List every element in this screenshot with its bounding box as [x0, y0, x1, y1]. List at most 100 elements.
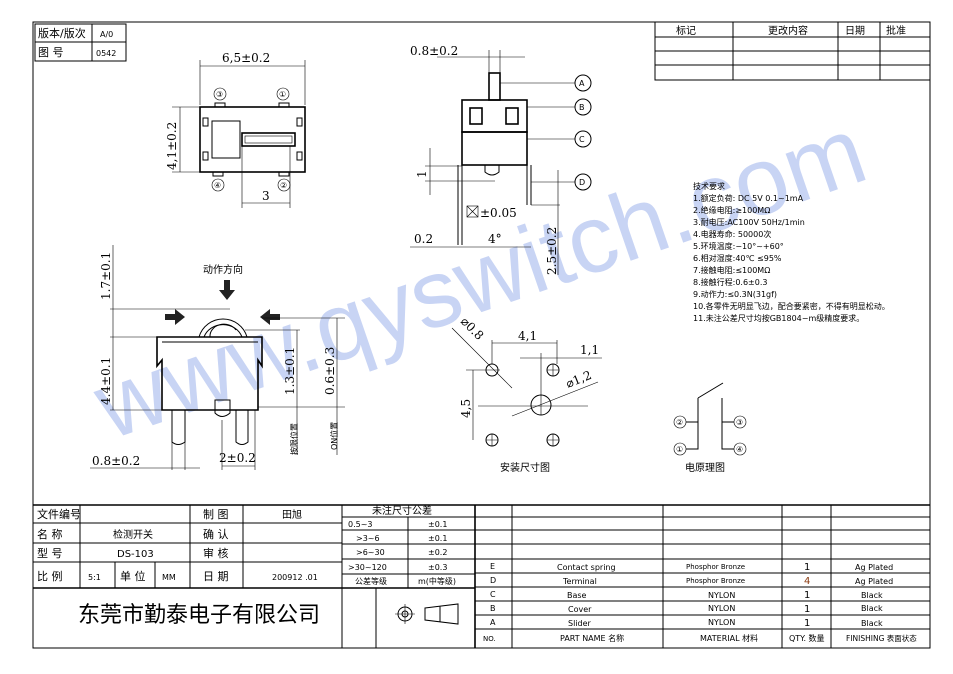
tolerance-grade-value: m(中等级): [418, 576, 456, 586]
travel-1-3-dimension: 1.3±0.1: [283, 347, 297, 395]
part-material: NYLON: [708, 604, 735, 613]
part-qty: 1: [804, 604, 810, 615]
part-name: Terminal: [562, 577, 597, 586]
tech-req-item: 3.耐电压:AC100V 50Hz/1min: [693, 217, 805, 227]
right-arrow-icon: [165, 309, 185, 325]
tech-req-title: 技术要求: [693, 181, 725, 191]
tolerance-range: >30~120: [348, 563, 387, 572]
rev-header-date: 日期: [845, 25, 865, 37]
offset-1-1: 1,1: [580, 343, 599, 357]
slider-width-dimension: 0.8±0.2: [410, 44, 458, 58]
callout-a: A: [579, 79, 585, 88]
down-arrow-icon: [219, 280, 235, 300]
part-material: Phosphor Bronze: [686, 563, 745, 571]
thickness-dimension: 0.2: [414, 232, 433, 246]
pin-label-2: ②: [280, 181, 287, 190]
tech-req-item: 1.额定负荷: DC 5V 0.1~1mA: [693, 193, 804, 203]
limit-position-label: 按限位置: [289, 423, 299, 455]
header-qty: QTY. 数量: [789, 633, 825, 643]
switch-body-front: [156, 336, 263, 411]
tolerance-range: 0.5~3: [348, 520, 373, 529]
part-name: Slider: [568, 619, 592, 628]
title-block: 文件编号 名 称 检测开关 型 号 DS-103 比 例 5:1 单 位 MM …: [33, 504, 930, 648]
header-part-name: PART NAME 名称: [560, 633, 624, 643]
version-label: 版本/版次: [38, 26, 86, 40]
tolerance-title: 未注尺寸公差: [372, 504, 432, 517]
rev-header-content: 更改内容: [768, 24, 808, 37]
name-label: 名 称: [37, 527, 63, 541]
version-box: 版本/版次 A/0 图 号 0542: [34, 23, 127, 62]
parts-row-c: C Base NYLON 1 Black: [490, 590, 883, 601]
company-name: 东莞市勤泰电子有限公司: [78, 603, 320, 628]
left-arrow-icon: [260, 309, 280, 325]
schematic-pin-3: ③: [736, 418, 743, 427]
tech-req-item: 6.相对湿度:40℃ ≤95%: [693, 253, 782, 263]
tech-req-item: 5.环境温度:−10°~+60°: [693, 241, 784, 251]
unit-label: 单 位: [120, 569, 146, 583]
part-material: NYLON: [708, 618, 735, 627]
side-view: 0.8±0.2 A B C D 1 ±0.05 0.2 4° 2.5±0.2: [410, 44, 592, 275]
height-dimension: 4,1±0.2: [165, 122, 179, 170]
tolerance-grade-label: 公差等级: [355, 576, 387, 586]
parts-table: [475, 505, 930, 648]
header-material: MATERIAL 材料: [700, 633, 758, 643]
part-no: B: [490, 604, 496, 613]
schematic-pin-1: ①: [676, 445, 683, 454]
name-value: 检测开关: [113, 528, 153, 541]
sheet-frame: [32, 21, 931, 649]
tech-req-item: 4.电器寿命: 50000次: [693, 229, 771, 239]
pin-label-3: ③: [216, 90, 223, 99]
part-qty: 1: [804, 562, 810, 573]
large-hole-diameter: ⌀1,2: [564, 368, 594, 391]
date-label: 日 期: [203, 570, 229, 583]
slider-part: [488, 72, 501, 101]
tolerance-range: >3~6: [356, 534, 380, 543]
part-no: C: [490, 590, 496, 599]
leg-spacing-dimension: 2±0.2: [219, 451, 256, 465]
drawing-no-label: 图 号: [38, 46, 64, 59]
circuit-schematic: ② ① ③ ④ 电原理图: [673, 382, 747, 474]
header-no: NO.: [483, 635, 496, 643]
pin-label-4: ④: [214, 181, 221, 190]
date-value: 200912 .01: [272, 573, 318, 582]
drawn-value: 田旭: [282, 509, 302, 521]
part-qty: 4: [804, 576, 810, 587]
drawing-no-value: 0542: [96, 49, 116, 58]
pin-label-1: ①: [279, 90, 286, 99]
unit-value: MM: [162, 573, 176, 582]
schematic-pin-4: ④: [736, 445, 743, 454]
part-no: A: [490, 618, 496, 627]
angle-dimension: 4°: [488, 232, 502, 246]
width-dimension: 6,5±0.2: [222, 51, 270, 65]
hole-spacing-4-1: 4,1: [518, 329, 537, 343]
header-finishing: FINISHING 表面状态: [846, 633, 917, 643]
front-view: 动作方向 1.7±0.1 4.4±0.1 1.3±0.1 0.6±0.3 按限位…: [90, 245, 345, 470]
projection-symbol-icon: [395, 603, 459, 625]
pin-spacing-dimension: 3: [262, 189, 270, 203]
tech-req-item: 8.接触行程:0.6±0.3: [693, 277, 767, 287]
switch-body-top: [199, 106, 306, 173]
row-spacing-4-5: 4,5: [459, 399, 473, 418]
part-finish: Black: [861, 619, 883, 628]
part-no: D: [490, 576, 496, 585]
rev-header-approve: 批准: [886, 24, 906, 37]
top-view: ③ ① ④ ② 6,5±0.2 4,1±0.2 3: [165, 51, 306, 208]
callout-b: B: [579, 103, 585, 112]
review-label: 审 核: [203, 546, 229, 560]
version-value: A/0: [100, 30, 113, 39]
part-material: Phosphor Bronze: [686, 577, 745, 585]
scale-value: 5:1: [88, 573, 101, 582]
leg-length-dimension: 2.5±0.2: [545, 227, 559, 275]
mounting-diagram: ⌀0.8 4,1 1,1 ⌀1,2 4,5 安装尺寸图: [451, 314, 602, 474]
height-4-4-dimension: 4.4±0.1: [99, 357, 113, 405]
height-1-7-dimension: 1.7±0.1: [99, 252, 113, 300]
part-name: Base: [567, 591, 587, 600]
part-finish: Ag Plated: [855, 577, 893, 586]
schematic-title: 电原理图: [685, 461, 725, 474]
dimension-1: 1: [415, 170, 429, 178]
callout-d: D: [579, 178, 585, 187]
part-finish: Black: [861, 604, 883, 613]
tech-req-item: 2.绝缘电阻:≥100MΩ: [693, 205, 770, 215]
tolerance-value: ±0.3: [428, 563, 447, 572]
